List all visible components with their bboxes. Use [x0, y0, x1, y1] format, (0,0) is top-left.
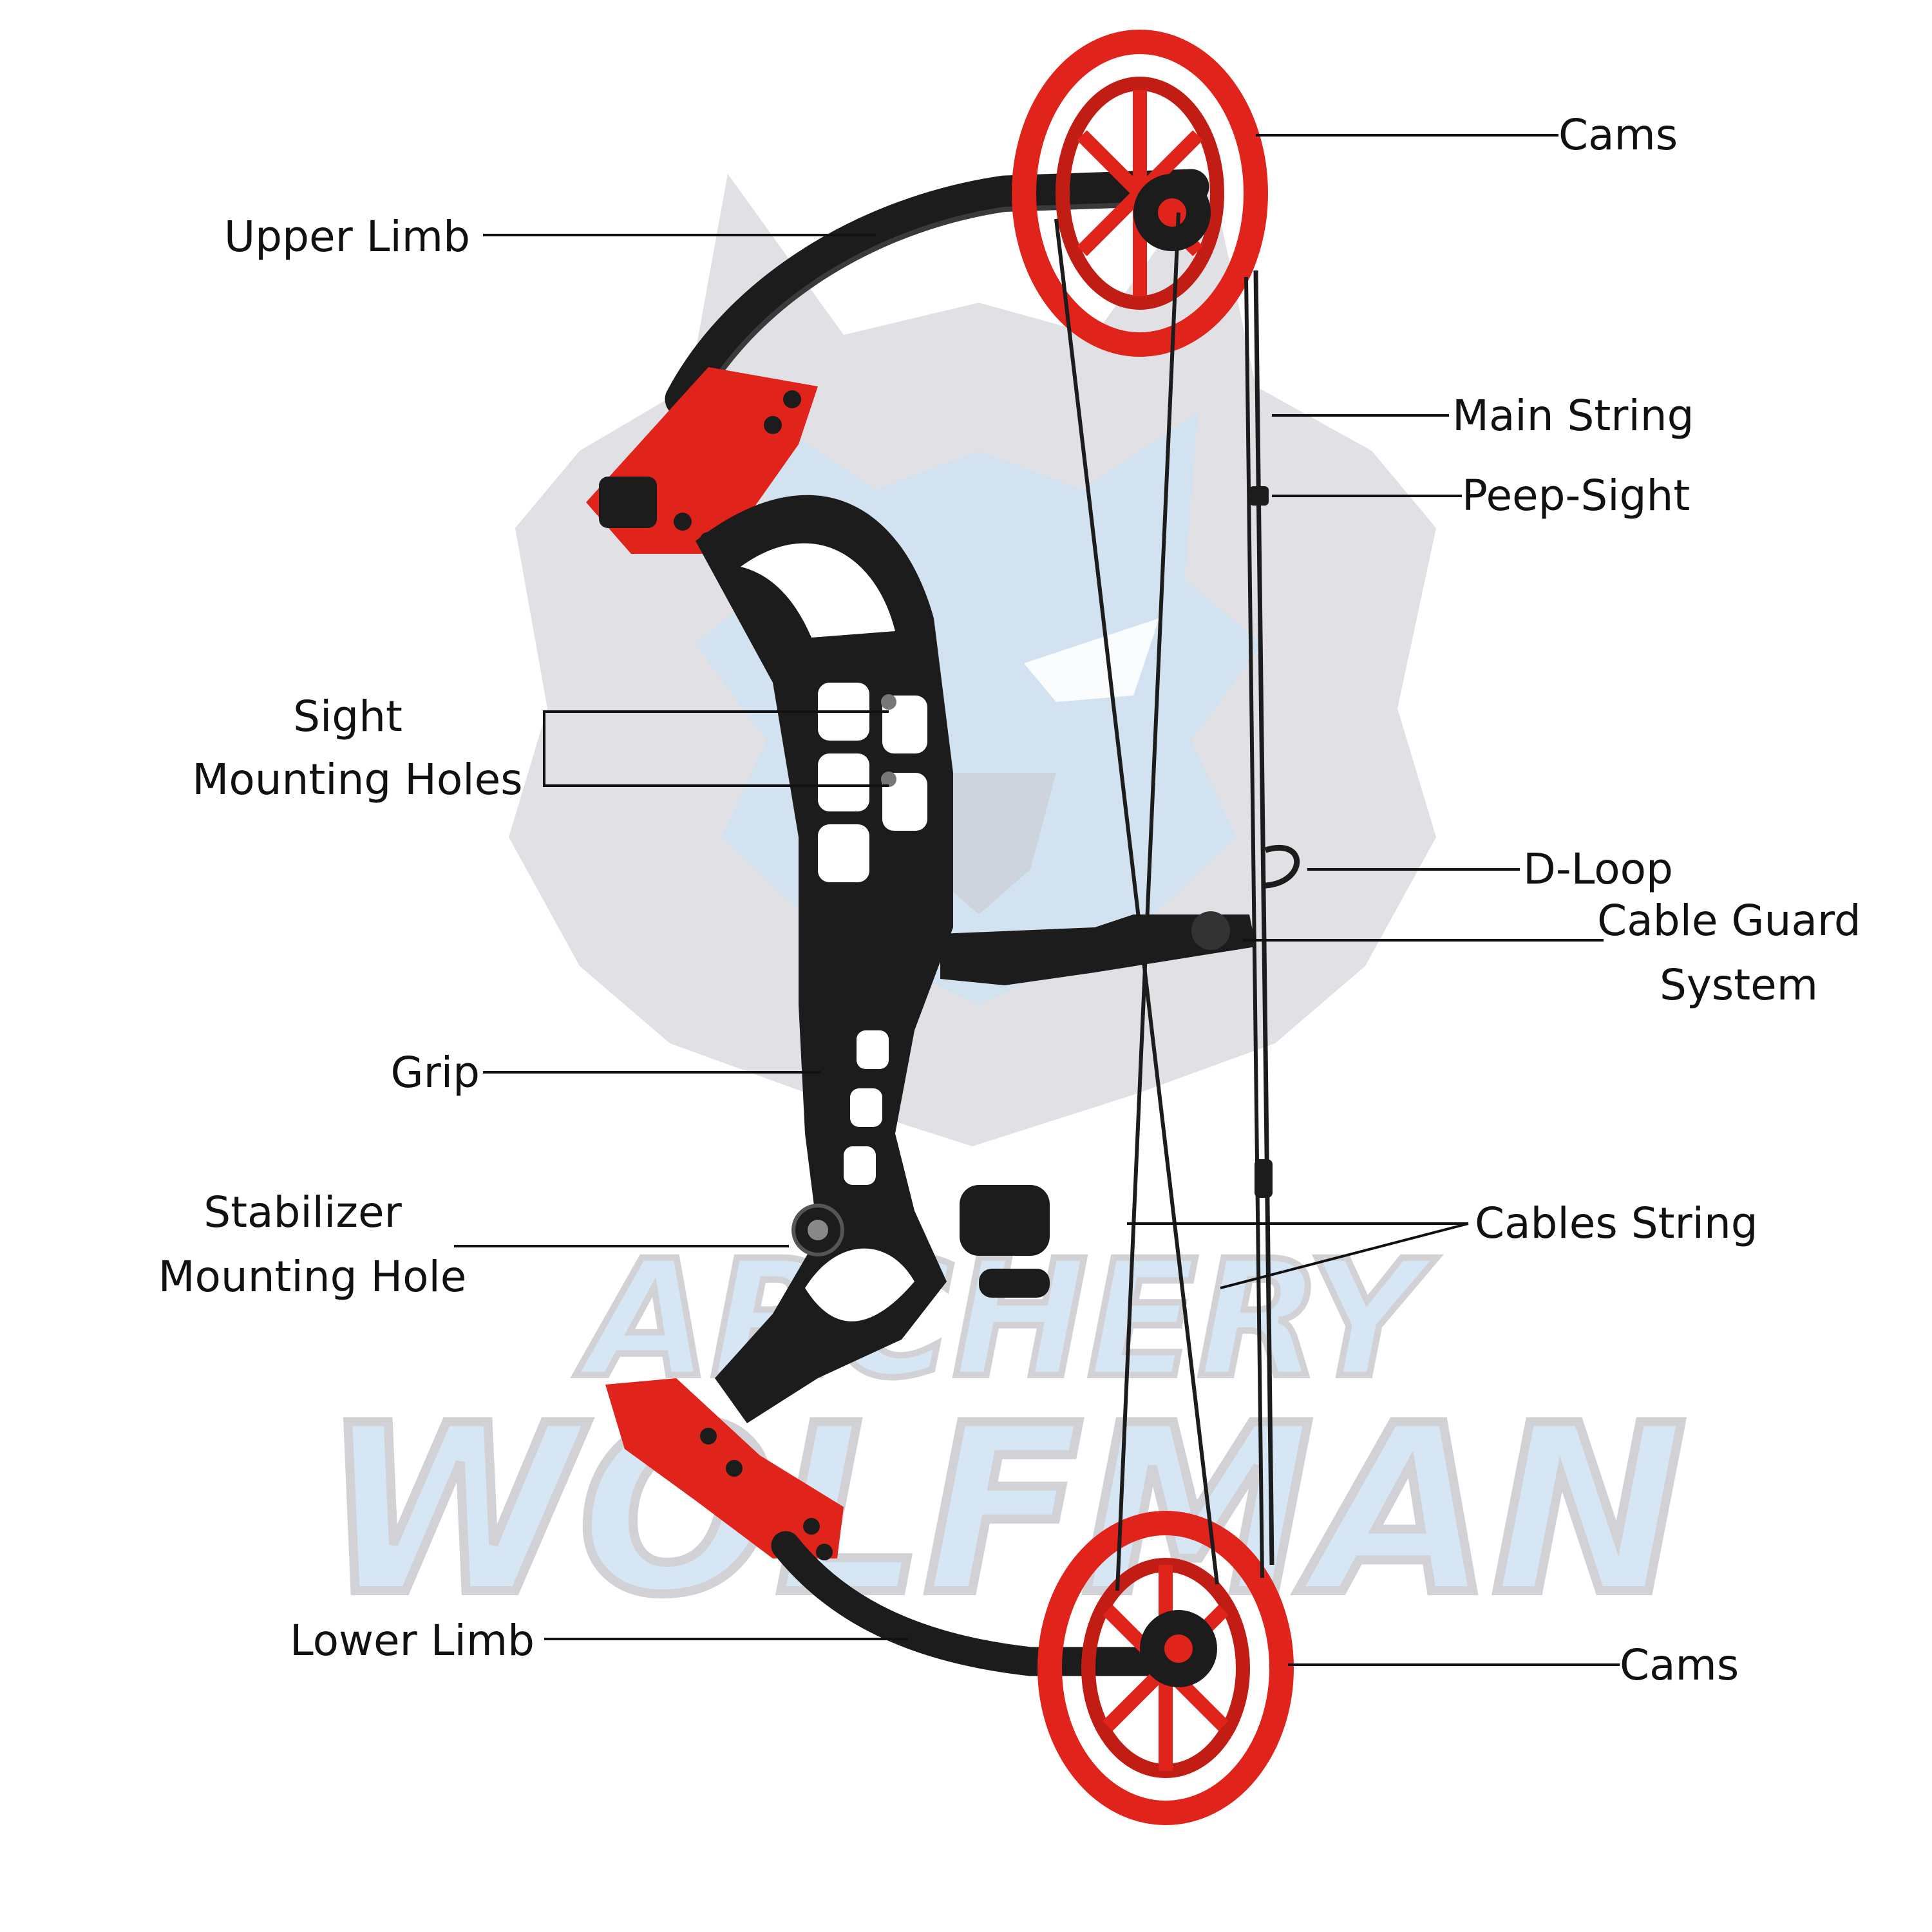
- peep-sight: [1249, 486, 1269, 506]
- lower-limb-pocket: [605, 1378, 844, 1558]
- label-stabilizer-line2: Mounting Hole: [158, 1252, 467, 1302]
- label-peep-sight: Peep-Sight: [1462, 471, 1690, 520]
- leader-sight-holes: [543, 710, 889, 787]
- label-cables-string: Cables String: [1475, 1198, 1758, 1248]
- upper-cam: [1012, 30, 1268, 357]
- leader-cables-2: [1220, 1222, 1469, 1289]
- label-grip: Grip: [390, 1048, 480, 1097]
- label-lower-limb: Lower Limb: [290, 1616, 535, 1665]
- label-cable-guard-line2: System: [1660, 960, 1818, 1010]
- label-d-loop: D-Loop: [1523, 844, 1673, 894]
- label-cams-bottom: Cams: [1620, 1640, 1739, 1690]
- cable-2: [1115, 212, 1180, 1591]
- wolf-eye-right: [1024, 618, 1159, 702]
- label-cams-top: Cams: [1558, 110, 1678, 160]
- lower-cam: [1037, 1511, 1294, 1825]
- labels: Cams Upper Limb Main String Peep-Sight S…: [158, 110, 1861, 1690]
- cable-1: [1054, 218, 1219, 1585]
- cable-guard-arm: [940, 914, 1256, 985]
- label-sight-holes-line1: Sight: [293, 692, 402, 741]
- watermark-wolfman: WOLFMAN: [323, 1376, 1687, 1645]
- upper-limb-graphic: [665, 169, 1209, 417]
- sight-hole-lower: [881, 772, 896, 787]
- d-loop: [1264, 844, 1300, 889]
- label-sight-holes-line2: Mounting Holes: [192, 755, 522, 804]
- leader-lines: [454, 134, 1620, 1666]
- label-stabilizer-line1: Stabilizer: [204, 1188, 402, 1237]
- label-cable-guard-line1: Cable Guard: [1597, 896, 1861, 945]
- lower-limb-graphic: [771, 1531, 1200, 1676]
- compound-bow: [586, 30, 1300, 1825]
- rest-mount: [960, 1185, 1050, 1256]
- sight-hole-upper: [881, 694, 896, 710]
- wolf-head-icon: [509, 174, 1436, 1146]
- label-main-string: Main String: [1452, 391, 1694, 440]
- label-upper-limb: Upper Limb: [224, 212, 470, 261]
